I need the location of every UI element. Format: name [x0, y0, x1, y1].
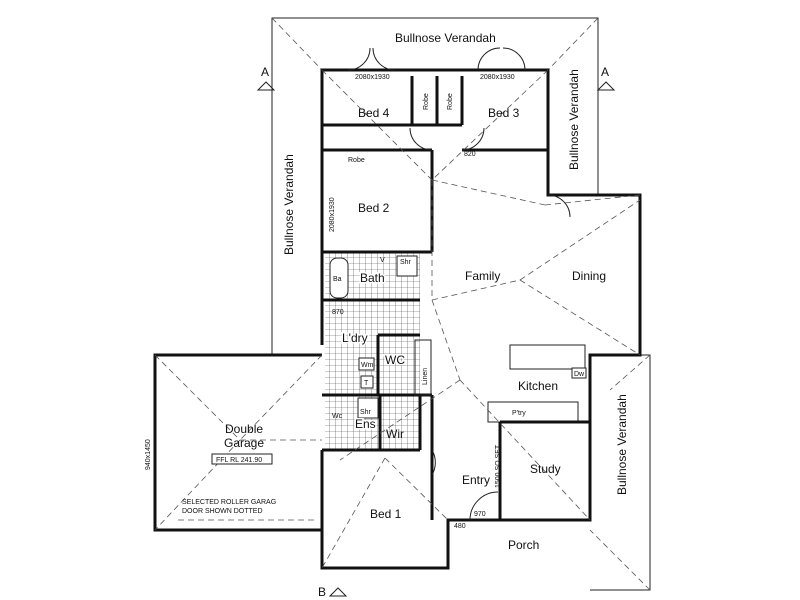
- robe-bed2: Robe: [348, 157, 365, 164]
- room-dining: Dining: [572, 269, 606, 283]
- verandah-left-label: Bullnose Verandah: [282, 154, 296, 255]
- roof-lines: [154, 69, 641, 569]
- sq-set-label: 1500 SQ SET: [495, 444, 502, 488]
- bathtub-label: Ba: [333, 276, 342, 283]
- section-markers: A A B: [256, 65, 616, 599]
- robe-a: Robe: [423, 93, 430, 110]
- laundry-trough-label: T: [364, 380, 369, 387]
- room-study: Study: [530, 462, 561, 476]
- garage-note-line2: DOOR SHOWN DOTTED: [182, 508, 263, 515]
- bath-shower: [396, 255, 418, 277]
- room-porch: Porch: [508, 538, 539, 552]
- room-bed2: Bed 2: [358, 201, 390, 215]
- robe-b: Robe: [447, 93, 454, 110]
- dishwasher-label: Dw: [574, 371, 585, 378]
- ensuite-shower-label: Shr: [360, 409, 372, 416]
- verandah-top-label: Bullnose Verandah: [395, 31, 496, 45]
- door-bed3: 820: [464, 151, 476, 158]
- verandah-right-bottom-label: Bullnose Verandah: [615, 394, 629, 495]
- garage-note-line1: SELECTED ROLLER GARAG: [182, 499, 276, 506]
- section-a-right: A: [601, 65, 609, 79]
- ffl-box: [211, 453, 273, 465]
- entry-door-dim: 970: [474, 511, 486, 518]
- window-bed4: 2080x1930: [355, 74, 390, 81]
- room-entry: Entry: [462, 473, 490, 487]
- door-swings: [347, 47, 571, 521]
- bath-shower-label: Shr: [400, 259, 412, 266]
- section-b: B: [318, 585, 326, 599]
- window-bed3: 2080x1930: [480, 74, 515, 81]
- linen-label: Linen: [422, 368, 429, 385]
- window-bed2: 2080x1930: [329, 197, 336, 232]
- washing-machine: [358, 357, 375, 371]
- room-bed1: Bed 1: [370, 507, 402, 521]
- ffl-label: FFL RL 241.90: [216, 457, 262, 464]
- dishwasher: [571, 367, 587, 379]
- laundry-door-dim: 870: [332, 309, 344, 316]
- laundry-trough: [360, 375, 374, 389]
- section-a-left: A: [261, 65, 269, 79]
- room-kitchen: Kitchen: [518, 379, 558, 393]
- verandah-right-top-label: Bullnose Verandah: [567, 69, 581, 170]
- porch-dim: 480: [454, 523, 466, 530]
- room-laundry: L'dry: [342, 331, 368, 345]
- room-bath: Bath: [360, 271, 385, 285]
- ensuite-wc-label: Wc: [332, 413, 343, 420]
- room-bed3: Bed 3: [488, 106, 520, 120]
- ensuite-shower: [357, 397, 379, 419]
- garage-label-line1: Double: [225, 422, 263, 436]
- window-garage: 940x1450: [145, 439, 152, 470]
- room-ensuite: Ens: [355, 417, 376, 431]
- garage-label-line2: Garage: [224, 436, 264, 450]
- bathtub: [329, 257, 349, 299]
- washing-machine-label: Wm: [361, 362, 374, 369]
- pantry-label: P'try: [512, 410, 526, 417]
- room-wir: Wir: [386, 427, 404, 441]
- bath-vanity-label: V: [380, 257, 385, 264]
- room-family: Family: [465, 269, 500, 283]
- room-wc: WC: [385, 353, 405, 367]
- room-bed4: Bed 4: [358, 106, 390, 120]
